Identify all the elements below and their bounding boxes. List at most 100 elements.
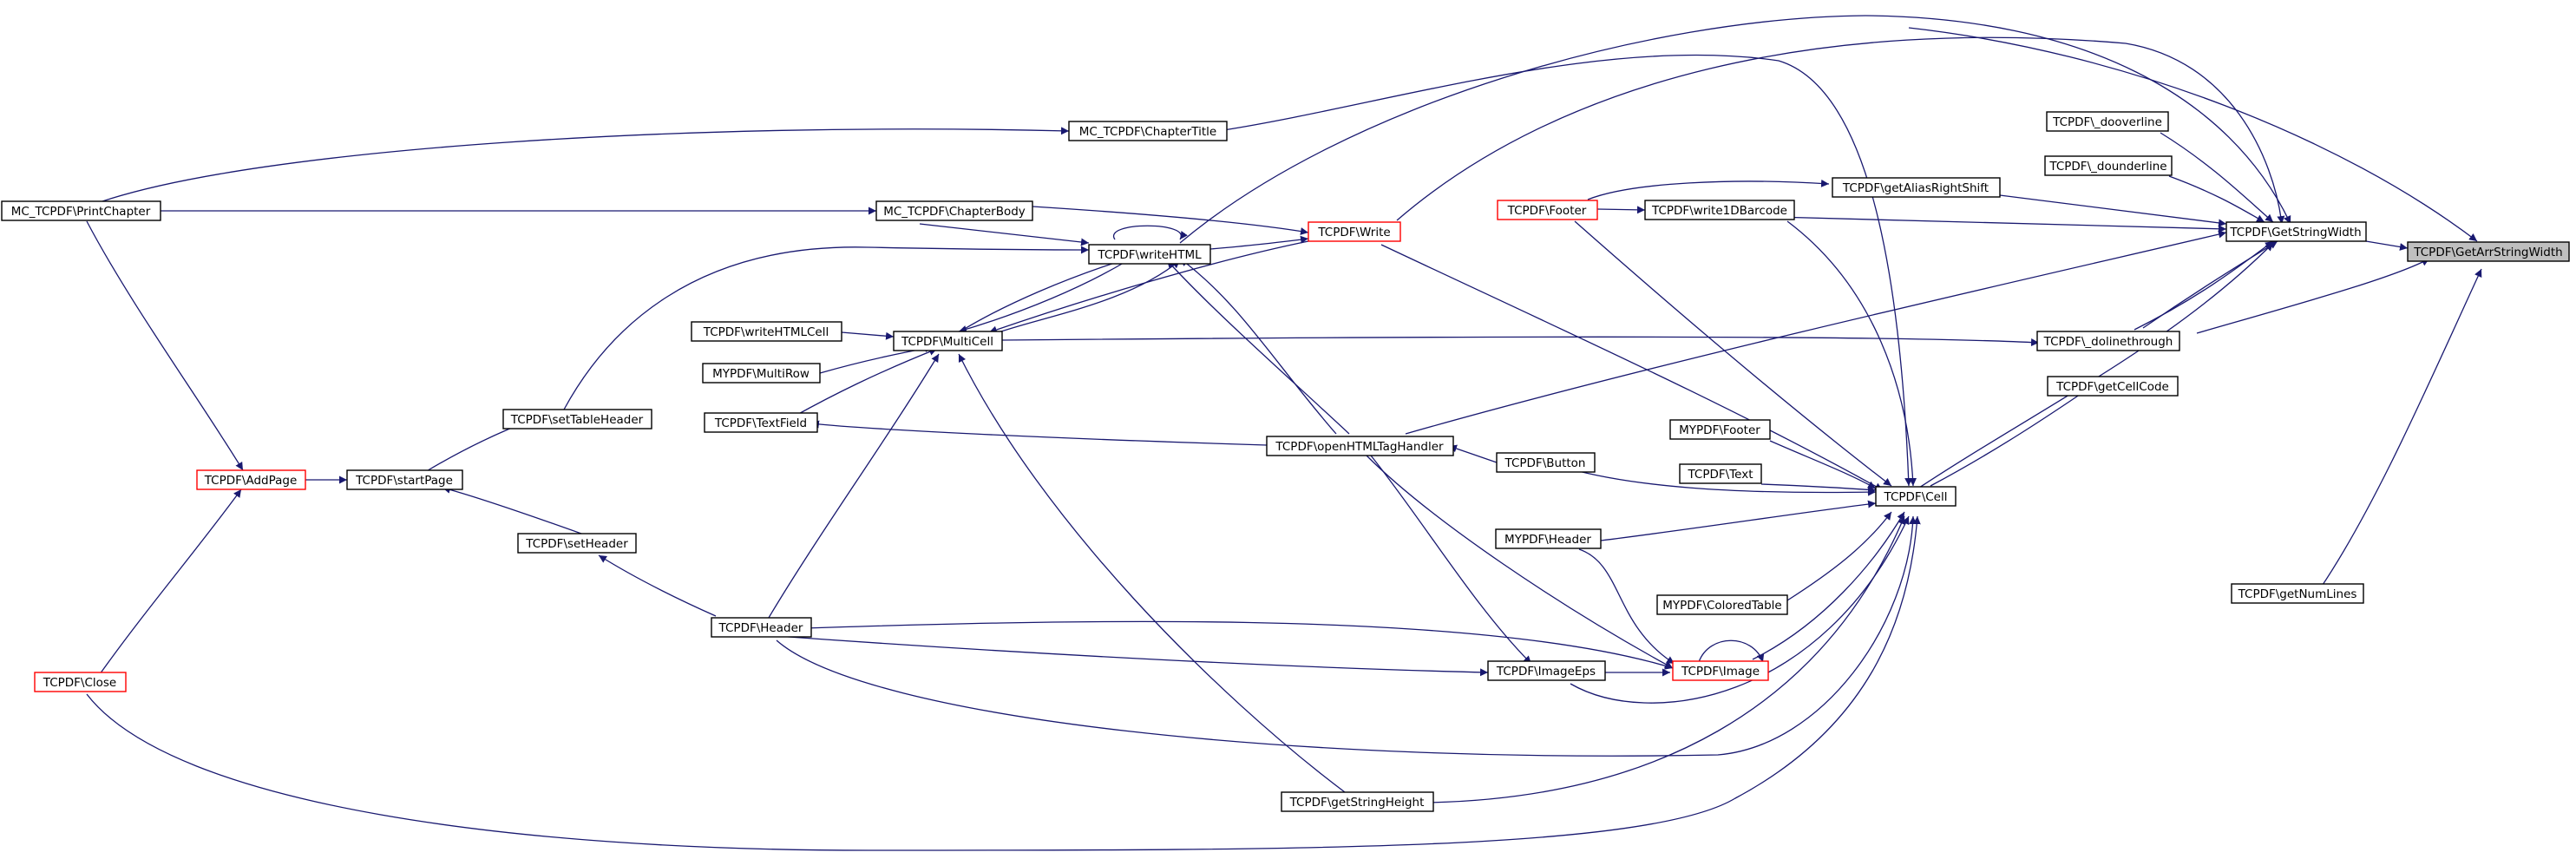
node-printchapter[interactable]: MC_TCPDF\PrintChapter (1, 200, 161, 221)
edge-close-cell (86, 515, 1921, 851)
edge-openhtml-textfield (810, 420, 1268, 446)
edge-getstringwidth-root (2365, 240, 2409, 251)
node-getcellcode[interactable]: TCPDF\getCellCode (2047, 376, 2179, 397)
edge-header-image (776, 620, 1674, 670)
edge-getnumlines-root (2320, 268, 2482, 588)
node-dooverline[interactable]: TCPDF\_dooverline (2046, 111, 2169, 132)
node-label: MYPDF\MultiRow (712, 367, 810, 381)
node-label: TCPDF\Footer (1507, 204, 1587, 218)
edge-settableheader-writehtml (563, 246, 1090, 410)
edge-multicell-getcellcode (1001, 336, 2040, 347)
edge-header-imageeps (776, 635, 1489, 677)
edge-setheader-header (598, 554, 717, 617)
edge-header-cell (776, 515, 1917, 757)
node-label: TCPDF\getNumLines (2238, 587, 2357, 601)
edge-dolinethrough-gsw (2134, 240, 2274, 331)
edge-multicell-write (993, 259, 1181, 335)
node-label: TCPDF\_dounderline (2048, 160, 2166, 174)
node-label: TCPDF\_dolinethrough (2043, 335, 2173, 349)
node-chaptertitle[interactable]: MC_TCPDF\ChapterTitle (1068, 121, 1228, 141)
node-multicell[interactable]: TCPDF\MultiCell (893, 331, 1003, 351)
edge-chapterbody-writehtml (919, 223, 1090, 246)
node-footer[interactable]: TCPDF\Footer (1497, 200, 1598, 220)
node-getstringwidth[interactable]: TCPDF\GetStringWidth (2225, 221, 2367, 242)
edge-getcellcode-root (2196, 258, 2430, 334)
node-header[interactable]: TCPDF\Header (711, 617, 812, 638)
node-label: TCPDF\Cell (1884, 490, 1948, 504)
edge-button-openhtml (1448, 444, 1498, 463)
node-label: TCPDF\GetStringWidth (2229, 226, 2361, 239)
node-coloredtable[interactable]: MYPDF\ColoredTable (1656, 594, 1788, 615)
edge-write1dbarcode-gsw (1774, 216, 2227, 233)
node-setheader[interactable]: TCPDF\setHeader (517, 533, 637, 554)
node-label: TCPDF\writeHTML (1097, 248, 1202, 262)
node-label: TCPDF\getStringHeight (1289, 796, 1425, 810)
edge-cell-gsw (1908, 242, 2274, 495)
node-openhtmltaghandler[interactable]: TCPDF\openHTMLTagHandler (1266, 436, 1454, 456)
edge-close-addpage (99, 489, 242, 675)
node-label: TCPDF\TextField (714, 416, 807, 430)
node-cell[interactable]: TCPDF\Cell (1875, 486, 1957, 507)
node-label: TCPDF\Text (1687, 468, 1753, 482)
node-label: TCPDF\setTableHeader (510, 413, 644, 427)
node-getarrstringwidth[interactable]: TCPDF\GetArrStringWidth (2407, 241, 2570, 262)
node-label: TCPDF\Header (718, 621, 803, 635)
node-imageeps[interactable]: TCPDF\ImageEps (1487, 660, 1606, 681)
edge-write1dbarcode-cell (1786, 220, 1917, 487)
edge-mypdfheader-image (1578, 548, 1675, 665)
edge-dooverline-gsw (2160, 132, 2274, 223)
edge-openhtml-imageeps (1370, 455, 1532, 665)
node-getaliasrightshift[interactable]: TCPDF\getAliasRightShift (1832, 177, 2001, 198)
node-text[interactable]: TCPDF\Text (1679, 463, 1762, 484)
node-dounderline[interactable]: TCPDF\_dounderline (2044, 155, 2173, 176)
edge-getcellcode-gsw (2142, 240, 2278, 329)
node-mypdf-footer[interactable]: MYPDF\Footer (1669, 419, 1771, 440)
node-label: TCPDF\GetArrStringWidth (2413, 246, 2562, 259)
node-label: TCPDF\AddPage (204, 474, 298, 488)
node-label: TCPDF\setHeader (525, 537, 628, 551)
edge-getstringheight-multicell (958, 353, 1346, 793)
edge-footer-write1dbarcode (1596, 206, 1646, 214)
node-label: MYPDF\ColoredTable (1662, 599, 1781, 613)
node-write1dbarcode[interactable]: TCPDF\write1DBarcode (1644, 200, 1795, 220)
edge-button-cell (1568, 468, 1877, 496)
node-writehtml[interactable]: TCPDF\writeHTML (1088, 244, 1211, 265)
edge-dounderline-gsw (2168, 175, 2265, 223)
edge-mypdfheader-cell (1600, 500, 1877, 541)
node-startpage[interactable]: TCPDF\startPage (346, 469, 463, 490)
edge-startpage-setheader (442, 485, 582, 534)
edge-openhtml-write (1179, 258, 1337, 435)
node-addpage[interactable]: TCPDF\AddPage (196, 469, 306, 490)
edge-writehtml-write (1209, 235, 1309, 250)
node-getnumlines[interactable]: TCPDF\getNumLines (2231, 583, 2364, 604)
node-label: TCPDF\getCellCode (2055, 380, 2169, 394)
edge-writehtml-multicell (958, 259, 1129, 333)
node-image[interactable]: TCPDF\Image (1672, 660, 1769, 681)
node-label: MYPDF\Header (1504, 533, 1591, 547)
node-close[interactable]: TCPDF\Close (34, 672, 127, 692)
node-label: TCPDF\startPage (355, 474, 453, 488)
node-button[interactable]: TCPDF\Button (1496, 452, 1596, 473)
edge-footer-getaliasrightshift (1587, 179, 1830, 200)
edge-chapterbody-write (1032, 206, 1309, 235)
edge-writehtmlcell-multicell (841, 331, 895, 340)
edge-image-cell (1752, 511, 1905, 660)
node-label: TCPDF\getAliasRightShift (1842, 181, 1989, 195)
edge-image-self (1698, 639, 1765, 663)
node-getstringheight[interactable]: TCPDF\getStringHeight (1281, 791, 1434, 812)
edge-cell-getcellcode (1930, 386, 2092, 487)
node-settableheader[interactable]: TCPDF\setTableHeader (502, 409, 652, 430)
node-chapterbody[interactable]: MC_TCPDF\ChapterBody (875, 200, 1033, 221)
node-mypdf-header[interactable]: MYPDF\Header (1495, 528, 1602, 549)
edge-openhtml-image (1366, 455, 1674, 669)
node-label: TCPDF\writeHTMLCell (703, 325, 829, 339)
node-write[interactable]: TCPDF\Write (1308, 221, 1401, 242)
edge-textfield-multicell (793, 348, 938, 417)
edge-getstringheight-cell (1426, 515, 1905, 803)
node-multirow[interactable]: MYPDF\MultiRow (702, 363, 821, 384)
node-textfield[interactable]: TCPDF\TextField (704, 412, 818, 433)
node-label: MYPDF\Footer (1679, 423, 1760, 437)
node-dolinethrough[interactable]: TCPDF\_dolinethrough (2036, 331, 2180, 351)
node-writehtmlcell[interactable]: TCPDF\writeHTMLCell (691, 321, 842, 342)
node-label: TCPDF\Write (1317, 226, 1390, 239)
